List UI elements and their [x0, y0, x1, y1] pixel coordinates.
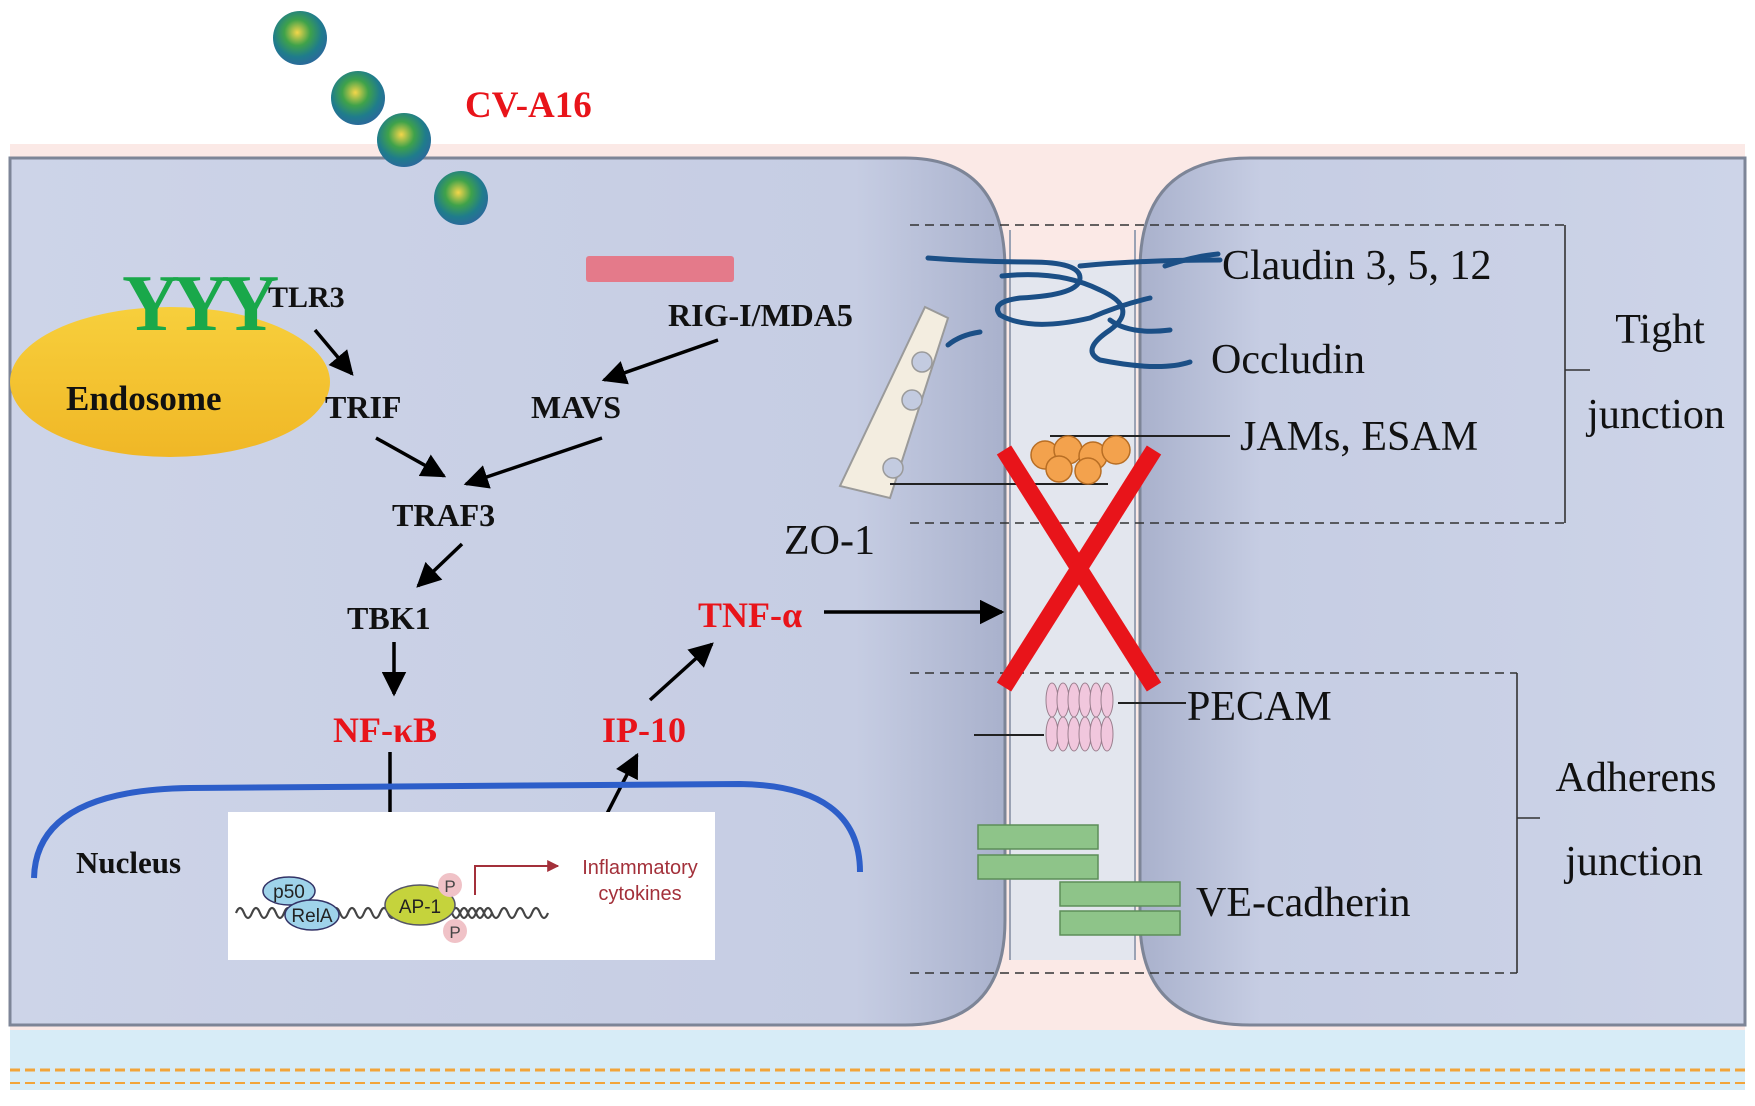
nfkb-label: NF-κB — [333, 710, 437, 750]
arrow-tlr3-trif — [313, 328, 354, 376]
svg-text:P: P — [444, 877, 455, 896]
claudin-label: Claudin 3, 5, 12 — [1222, 243, 1492, 289]
virus-label: CV-A16 — [465, 85, 592, 126]
rela-label: RelA — [291, 906, 333, 927]
jam-molecule-icon — [1101, 435, 1131, 465]
jams-molecules — [1030, 435, 1131, 485]
endosome — [10, 307, 330, 457]
tbk1-label: TBK1 — [347, 600, 431, 636]
vecadherin-molecules — [977, 824, 1181, 936]
arrow-trif-traf3 — [375, 436, 447, 478]
phospho-icon — [438, 873, 462, 897]
rela-subunit-icon — [284, 899, 340, 931]
tlr3-receptor-icon: YYY — [122, 260, 279, 348]
tight-junction-bracket — [910, 224, 1590, 524]
trif-label: TRIF — [325, 389, 401, 425]
jam-molecule-icon — [1074, 457, 1102, 485]
svg-text:P: P — [449, 923, 460, 942]
occludin-label: Occludin — [1211, 337, 1365, 383]
arrow-ip10-tnfa — [648, 642, 714, 702]
junction-disruption-x-icon — [996, 445, 1162, 692]
tnfa-label: TNF-α — [698, 595, 802, 635]
claudin-strands — [925, 251, 1223, 369]
ip10-label: IP-10 — [602, 710, 686, 750]
zo1-label: ZO-1 — [784, 518, 875, 564]
tight-junction-label-1: Tight — [1615, 307, 1705, 353]
p50-label: p50 — [273, 882, 305, 903]
tight-junction-label-2: junction — [1585, 392, 1725, 438]
adherens-junction-label-2: junction — [1563, 839, 1703, 885]
cytokines-label: cytokines — [598, 883, 681, 905]
jam-molecule-icon — [1045, 455, 1073, 483]
ap1-label: AP-1 — [399, 897, 441, 918]
inflammatory-label: Inflammatory — [582, 857, 698, 879]
jams-esam-label: JAMs, ESAM — [1240, 414, 1478, 460]
adherens-junction-bracket — [910, 672, 1540, 974]
ap1-factor-icon — [384, 884, 456, 926]
nucleus-membrane — [31, 780, 863, 879]
occludin-strand — [999, 272, 1193, 369]
pecam-label: PECAM — [1187, 684, 1332, 730]
virus-particle-icon — [434, 171, 488, 225]
virus-particle-icon — [331, 71, 385, 125]
pecam-molecules — [1045, 682, 1114, 752]
tlr3-label: TLR3 — [268, 281, 345, 314]
basement-band — [10, 1030, 1745, 1090]
nucleus-label: Nucleus — [76, 845, 181, 880]
endosome-label: Endosome — [66, 379, 222, 418]
right-endothelial-cell — [1138, 156, 1747, 1027]
phospho-icon — [443, 919, 467, 943]
claudin-strand — [925, 255, 1153, 327]
mavs-label: MAVS — [531, 389, 621, 425]
traf3-label: TRAF3 — [392, 497, 495, 533]
virus-particle-icon — [273, 11, 327, 65]
p50-subunit-icon — [262, 876, 316, 906]
rig-mda5-label: RIG-I/MDA5 — [668, 297, 853, 333]
membrane-marker-bar — [586, 256, 734, 282]
arrow-rig-mavs — [601, 338, 719, 385]
virus-particle-icon — [377, 113, 431, 167]
adherens-junction-label-1: Adherens — [1556, 755, 1717, 801]
arrow-traf3-tbk1 — [416, 542, 464, 588]
vecadherin-label: VE-cadherin — [1196, 880, 1411, 926]
virus-particles — [273, 11, 488, 225]
transcription-inset: p50 RelA AP-1 P P Inflammatory cytokines — [228, 812, 715, 960]
arrow-mavs-traf3 — [463, 436, 603, 489]
transcription-arrow — [474, 860, 560, 895]
